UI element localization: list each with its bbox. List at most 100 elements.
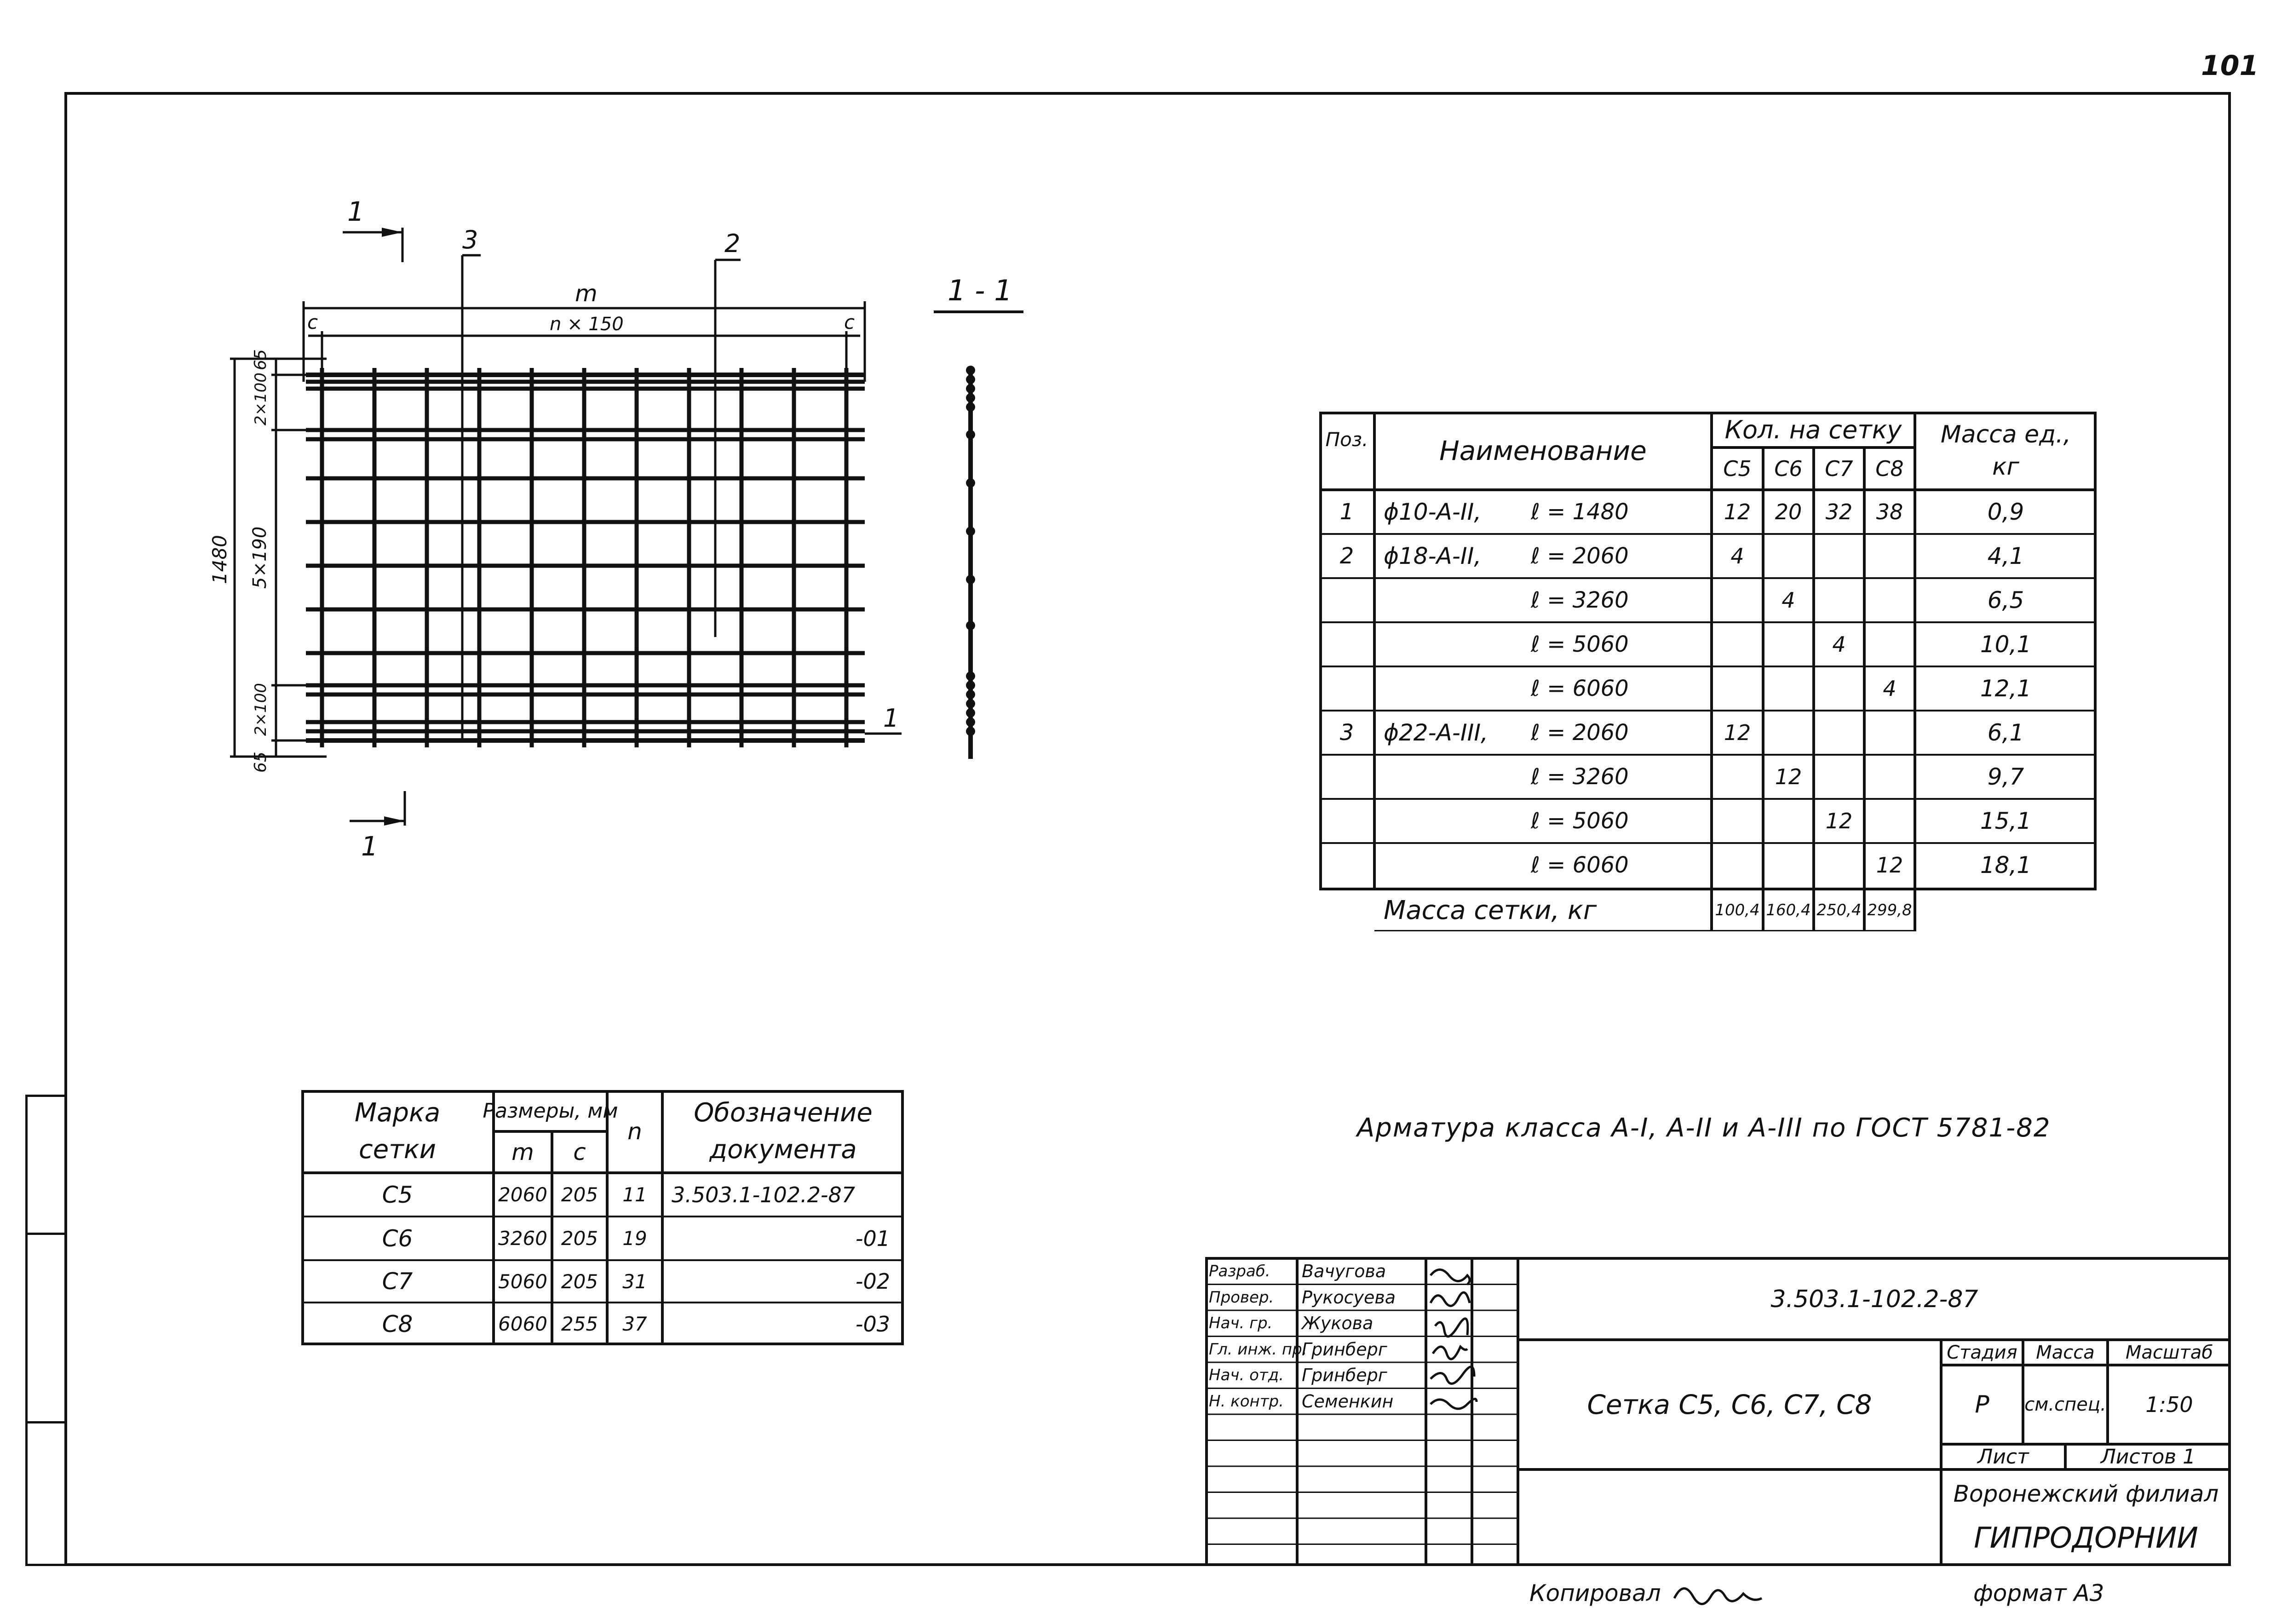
tb-name: Семенкин: [1302, 1391, 1394, 1412]
spec-row-pos: [1319, 622, 1374, 666]
marks-header-mark-text: Марка сетки: [354, 1098, 441, 1165]
marks-header-mark: Марка сетки: [301, 1090, 494, 1173]
section-bar-dot: [966, 621, 975, 630]
dim-65-top: 65: [251, 349, 270, 370]
spec-row-qty-8: 38: [1876, 499, 1903, 524]
spec-row-mass: 0,9: [1987, 499, 2024, 525]
spec-row-length: ℓ = 1480: [1531, 499, 1629, 525]
tb-name: Рукосуева: [1302, 1287, 1396, 1308]
marks-header-doc-text: Обозначение документа: [694, 1098, 873, 1165]
spec-row-length: ℓ = 2060: [1531, 543, 1629, 569]
spec-row-mass: 4,1: [1987, 543, 2024, 569]
spec-header-mass-text: Масса ед., кг: [1940, 421, 2071, 481]
spec-row-qty-5: [1712, 666, 1763, 711]
spec-row-qty-7: [1814, 711, 1864, 755]
marks-row-m: 6060: [498, 1313, 547, 1335]
dim-m: m: [575, 280, 598, 307]
scale-value: 1:50: [2145, 1392, 2193, 1417]
spec-row-length: ℓ = 6060: [1531, 852, 1629, 878]
spec-row-mass: 6,1: [1987, 719, 2024, 746]
tb-role: Нач. отд.: [1209, 1366, 1284, 1385]
section-label: 1 - 1: [948, 274, 1012, 307]
spec-row-name: [1374, 755, 1545, 799]
spec-row-mass: 18,1: [1980, 852, 2032, 878]
marks-row-doc: -01: [855, 1226, 890, 1251]
spec-row-qty-5: [1712, 799, 1763, 843]
section-bar-dot: [966, 681, 975, 690]
mass-label: Масса: [2036, 1342, 2095, 1363]
spec-row-name: ϕ18-А-II,: [1384, 543, 1482, 569]
spec-row-qty-5: [1712, 578, 1763, 622]
copied-label: Копировал: [1529, 1580, 1661, 1607]
spec-row-mass: 6,5: [1987, 587, 2024, 614]
spec-row-qty-7: [1814, 578, 1864, 622]
tb-role: Н. контр.: [1209, 1392, 1284, 1411]
spec-row-qty-5: [1712, 843, 1763, 887]
spec-header-pos: Поз.: [1325, 428, 1368, 451]
section-view: [966, 366, 975, 759]
spec-row-pos: [1319, 843, 1374, 887]
spec-total-label: Масса сетки, кг: [1384, 895, 1597, 925]
spec-row-name: [1374, 622, 1545, 666]
spec-row-qty-7: 12: [1825, 809, 1853, 833]
spec-col-c7: С7: [1825, 456, 1853, 481]
dim-1480: 1480: [208, 535, 231, 584]
tb-role: Нач. гр.: [1209, 1314, 1273, 1333]
marks-row-mark: С5: [382, 1181, 413, 1208]
sheets-label: Листов 1: [2100, 1445, 2196, 1469]
spec-row-pos: [1319, 799, 1374, 843]
spec-row-qty-7: [1814, 534, 1864, 578]
marks-row-doc: -03: [855, 1311, 890, 1337]
sheet-label: Лист: [1977, 1445, 2029, 1469]
section-bar-dot: [966, 384, 975, 393]
tb-role: Провер.: [1209, 1288, 1274, 1307]
spec-row-pos: [1319, 578, 1374, 622]
mesh-grid: [306, 368, 865, 747]
marks-row-c: 255: [561, 1313, 598, 1335]
org-line1: Воронежский филиал: [1953, 1481, 2219, 1507]
marks-row-m: 2060: [498, 1183, 547, 1206]
spec-row-qty-5: 4: [1730, 544, 1744, 568]
tb-role: Разраб.: [1209, 1262, 1270, 1281]
spec-row-qty-6: 12: [1775, 764, 1802, 789]
section-bar-dot: [966, 393, 975, 402]
drawing-title: Сетка С5, С6, С7, С8: [1587, 1389, 1872, 1420]
tb-name: Гринберг: [1302, 1339, 1387, 1360]
spec-table: Поз. Наименование Кол. на сетку Масса ед…: [1319, 412, 2097, 931]
spec-row-name: ϕ10-А-II,: [1384, 499, 1482, 525]
doc-code: 3.503.1-102.2-87: [1770, 1285, 1978, 1313]
spec-row-qty-5: [1712, 622, 1763, 666]
spec-row-mass: 12,1: [1980, 675, 2032, 702]
reinforcement-note: Арматура класса А-I, А-II и А-III по ГОС…: [1357, 1113, 2051, 1143]
stage-value: Р: [1975, 1391, 1989, 1418]
sheet-frame: [64, 92, 2231, 1566]
marks-header-c: c: [573, 1139, 586, 1165]
section-bar-dot: [966, 478, 975, 488]
section-bar-dot: [966, 527, 975, 536]
spec-row-length: ℓ = 6060: [1531, 676, 1629, 701]
dim-c-left: c: [307, 311, 318, 333]
tb-name: Жукова: [1302, 1313, 1374, 1334]
spec-header-qty: Кол. на сетку: [1724, 415, 1902, 444]
position-label-1: 1: [883, 704, 899, 733]
spec-row-name: [1374, 666, 1545, 711]
spec-row-mass: 15,1: [1980, 808, 2032, 834]
spec-total-c7: 250,4: [1816, 901, 1862, 919]
marks-header-m: m: [511, 1139, 534, 1165]
marks-row-n: 31: [622, 1270, 647, 1293]
marks-row-n: 11: [622, 1183, 647, 1206]
dim-2x100-top: 2×100: [252, 373, 270, 425]
spec-row-qty-8: 4: [1883, 676, 1896, 701]
spec-row-qty-5: 12: [1724, 720, 1751, 745]
dim-65-bottom: 65: [251, 752, 270, 773]
marks-row-m: 5060: [498, 1270, 547, 1293]
spec-row-name: ϕ22-А-III,: [1384, 719, 1488, 746]
spec-row-pos: 1: [1339, 499, 1354, 525]
marks-row-mark: С6: [382, 1225, 413, 1252]
spec-row-qty-7: 32: [1825, 499, 1853, 524]
dim-5x190: 5×190: [249, 527, 270, 589]
spec-row-mass: 9,7: [1987, 763, 2024, 790]
section-bar-dot: [966, 575, 975, 584]
marks-row-doc: -02: [855, 1269, 890, 1294]
spec-row-qty-6: 20: [1775, 499, 1802, 524]
